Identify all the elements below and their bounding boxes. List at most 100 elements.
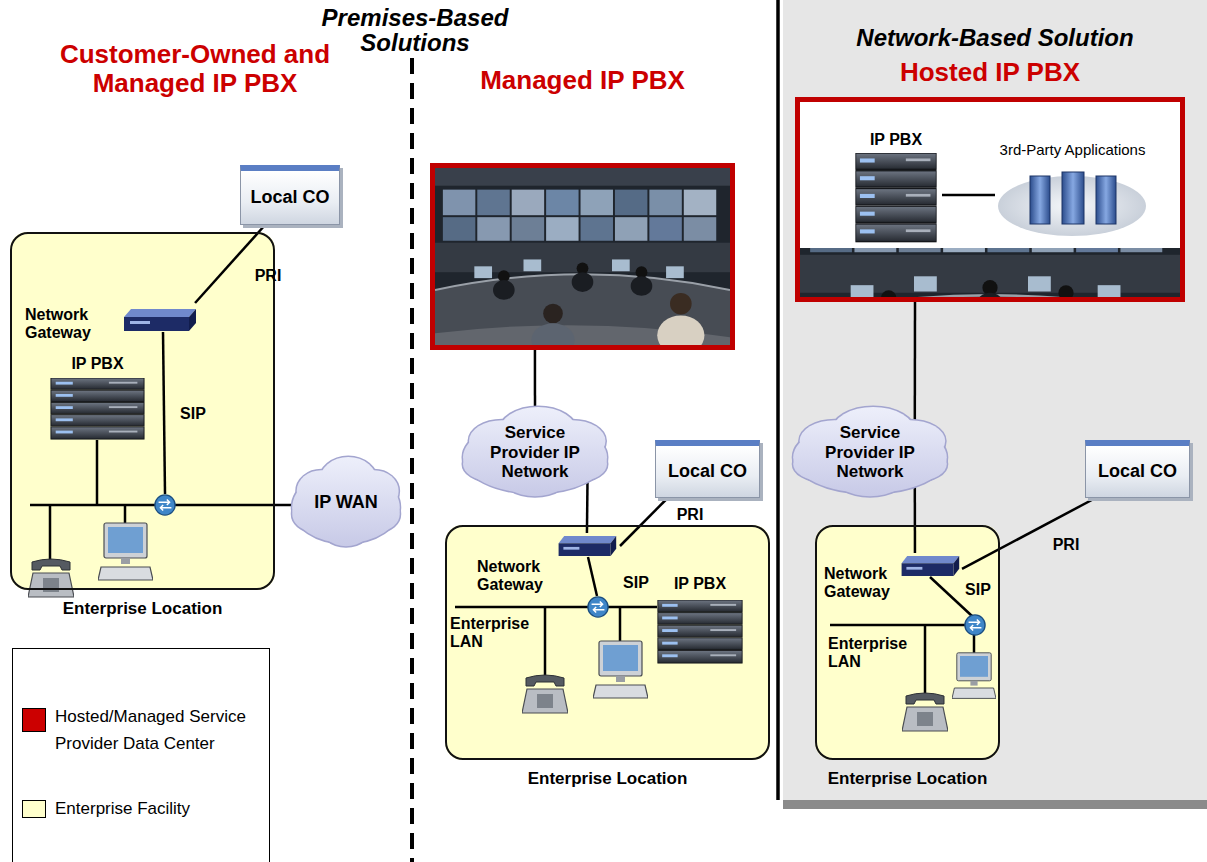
node-text: IP PBX: [71, 355, 123, 373]
text-holder: Enterprise Facility: [55, 796, 260, 822]
connector-line: [620, 498, 668, 546]
text-holder: 3rd-Party Applications: [995, 129, 1150, 171]
router-icon: [155, 495, 175, 515]
text-holder: Customer-Owned and Managed IP PBX: [15, 38, 375, 100]
node-text: Managed IP PBX: [480, 66, 685, 96]
text-holder: Managed IP PBX: [430, 64, 735, 98]
text-holder: Enterprise LAN: [450, 612, 540, 654]
router-icon: [965, 615, 985, 635]
section-title: Premises-Based Solutions: [305, 5, 525, 55]
text-holder: SIP: [962, 580, 994, 600]
lan-drop: [924, 625, 927, 693]
node-text: 3rd-Party Applications: [1000, 141, 1146, 158]
node-text: IP PBX: [870, 131, 922, 149]
network-gateway: Network Gateway: [822, 553, 962, 606]
protocol-label: SIP: [623, 574, 649, 592]
text-holder: Network Gateway: [25, 303, 117, 345]
lan-drop: [544, 607, 547, 675]
pc-icon: [952, 653, 996, 699]
pc-icon: [593, 641, 648, 698]
sip-link: [588, 557, 597, 596]
lan-label: Enterprise LAN: [450, 615, 540, 652]
server-tower: [1096, 176, 1116, 224]
ip-pbx: IP PBX: [850, 128, 942, 246]
text-holder: Network Gateway: [824, 563, 902, 603]
network-gateway: Network Gateway: [25, 303, 215, 345]
lan-drop: [124, 505, 127, 523]
text-holder: Local CO: [245, 173, 335, 222]
ip-pbx: IP PBX: [45, 352, 150, 444]
lan-drop: [49, 505, 52, 560]
text-holder: Enterprise Location: [815, 766, 1000, 792]
link-label: PRI: [255, 267, 282, 285]
legend-swatch: [22, 800, 46, 818]
lan-bus: [455, 606, 657, 609]
text-holder: Enterprise Location: [445, 766, 770, 792]
data-center-box: Managed IP PBX: [430, 163, 735, 350]
node-text: Enterprise Location: [528, 769, 688, 789]
phone-icon: [902, 693, 948, 731]
node-text: Network Gateway: [25, 306, 117, 343]
node-text: Service Provider IP Network: [481, 423, 589, 482]
text-holder: Premises-Based Solutions: [305, 4, 525, 56]
region-fill: [815, 525, 1000, 760]
gateway-icon: [902, 556, 960, 576]
gateway-icon: [559, 536, 617, 556]
link-label: PRI: [677, 506, 704, 524]
provider-cloud: Service Provider IP Network: [460, 405, 610, 500]
text-holder: Service Provider IP Network: [481, 416, 589, 488]
connector-line: [195, 225, 265, 303]
wan-cloud: IP WAN: [290, 455, 402, 550]
panel-shadow: [783, 800, 1207, 809]
third-party-apps: 3rd-Party Applications: [995, 128, 1150, 238]
text-holder: PRI: [672, 505, 708, 525]
enterprise-facility: Enterprise LocationNetwork GatewayIP PBX: [10, 232, 275, 590]
node-text: Network Gateway: [477, 558, 557, 595]
text-holder: Local CO: [660, 448, 755, 495]
node-text: Enterprise Location: [828, 769, 988, 789]
lan-drop: [619, 607, 622, 641]
node-text: Network Gateway: [824, 565, 902, 602]
text-holder: Hosted IP PBX: [795, 56, 1185, 90]
router-icon: [588, 597, 608, 617]
pc-icon: [98, 523, 153, 580]
legend-text: Enterprise Facility: [55, 798, 190, 820]
node-text: Local CO: [1098, 461, 1177, 482]
text-holder: Network-Based Solution: [783, 22, 1207, 54]
text-holder: Service Provider IP Network: [812, 416, 927, 488]
phone-icon: [28, 559, 74, 597]
column-heading: Customer-Owned and Managed IP PBX: [15, 40, 375, 98]
text-holder: Enterprise LAN: [828, 632, 914, 674]
dashed-divider: [410, 58, 414, 862]
network-panel: Network-Based SolutionHosted IP PBXIP PB…: [783, 0, 1207, 800]
data-center-box: Hosted IP PBXIP PBX3rd-Party Application…: [795, 97, 1185, 302]
protocol-label: SIP: [965, 581, 991, 599]
node-text: Local CO: [250, 187, 329, 208]
provider-cloud: Service Provider IP Network: [790, 405, 950, 500]
text-holder: Local CO: [1090, 448, 1185, 495]
text-holder: PRI: [250, 266, 286, 286]
text-holder: IP WAN: [306, 466, 387, 538]
solid-divider: [776, 0, 780, 800]
connector-line: [962, 498, 1096, 569]
node-text: Service Provider IP Network: [812, 423, 927, 482]
text-holder: PRI: [1048, 535, 1084, 555]
connector-line: [914, 302, 917, 424]
gateway-icon: [124, 309, 196, 331]
text-holder: Hosted/Managed Service Provider Data Cen…: [55, 703, 260, 787]
text-holder: Network Gateway: [477, 556, 557, 596]
server-icon: [856, 153, 936, 242]
server-icon: [51, 378, 144, 439]
node-text: IP WAN: [314, 492, 378, 513]
text-holder: Enterprise Location: [10, 596, 275, 622]
node-text: Local CO: [668, 461, 747, 482]
node-text: Hosted IP PBX: [900, 58, 1080, 88]
central-office-box: Local CO: [655, 440, 760, 498]
region-fill: [10, 232, 275, 590]
server-icon: [658, 600, 742, 663]
region-fill: [783, 0, 1207, 800]
text-holder: IP PBX: [45, 353, 150, 375]
text-holder: SIP: [176, 404, 210, 424]
node-text: IP PBX: [674, 575, 726, 593]
